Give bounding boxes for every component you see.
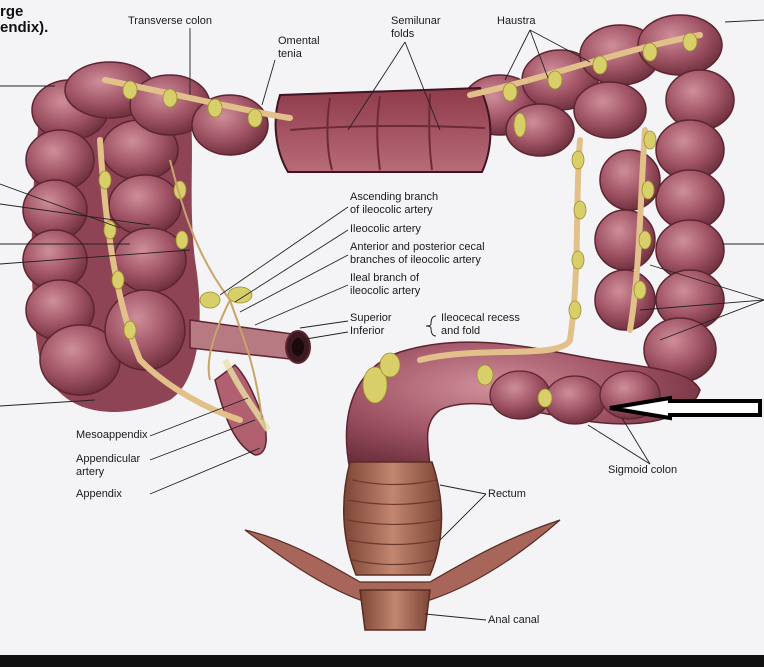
- title-line-1: rge: [0, 3, 24, 20]
- ascending-colon: [22, 79, 200, 412]
- label-ileal-branch-1: Ileal branch of: [350, 272, 420, 284]
- label-ascending-branch-1: Ascending branch: [350, 191, 439, 203]
- label-transverse-colon: Transverse colon: [128, 15, 212, 27]
- label-ileocolic-artery: Ileocolic artery: [350, 223, 421, 235]
- label-inferior: Inferior: [350, 325, 385, 337]
- label-sigmoid-colon: Sigmoid colon: [608, 464, 678, 476]
- bottom-black-bar: [0, 655, 764, 667]
- label-ileocecal-recess-2: and fold: [441, 325, 481, 337]
- label-appendicular-artery-1: Appendicular: [76, 453, 141, 465]
- label-mesoappendix: Mesoappendix: [76, 429, 148, 441]
- label-omental-tenia-1: Omental: [278, 35, 320, 47]
- label-haustra: Haustra: [497, 15, 536, 27]
- label-semilunar-folds-2: folds: [391, 28, 415, 40]
- label-rectum: Rectum: [488, 488, 526, 500]
- sigmoid-colon-shape: [345, 341, 701, 471]
- label-appendix: Appendix: [76, 488, 122, 500]
- label-anal-canal: Anal canal: [488, 614, 540, 626]
- label-cecal-branches-2: branches of ileocolic artery: [350, 254, 481, 266]
- label-omental-tenia-2: tenia: [278, 48, 302, 60]
- label-ileocecal-recess-1: Ileocecal recess: [441, 312, 520, 324]
- semilunar-folds-window: [274, 86, 492, 173]
- leader-lines: [0, 19, 764, 621]
- label-cecal-branches-1: Anterior and posterior cecal: [350, 241, 485, 253]
- tenia-bands: [97, 32, 703, 423]
- label-semilunar-folds-1: Semilunar: [391, 15, 441, 27]
- fat-appendices: [98, 32, 698, 408]
- rectum-shape: [244, 461, 561, 631]
- label-ileal-branch-2: ileocolic artery: [350, 285, 421, 297]
- brace: [425, 315, 437, 337]
- label-appendicular-artery-2: artery: [76, 466, 105, 478]
- anal-canal-shape: [359, 589, 431, 631]
- ileocolic-arteries: [169, 159, 263, 421]
- label-superior: Superior: [350, 312, 392, 324]
- title-line-2: endix).: [0, 19, 49, 36]
- label-ascending-branch-2: of ileocolic artery: [350, 204, 433, 216]
- left-arrow-icon: [609, 395, 762, 421]
